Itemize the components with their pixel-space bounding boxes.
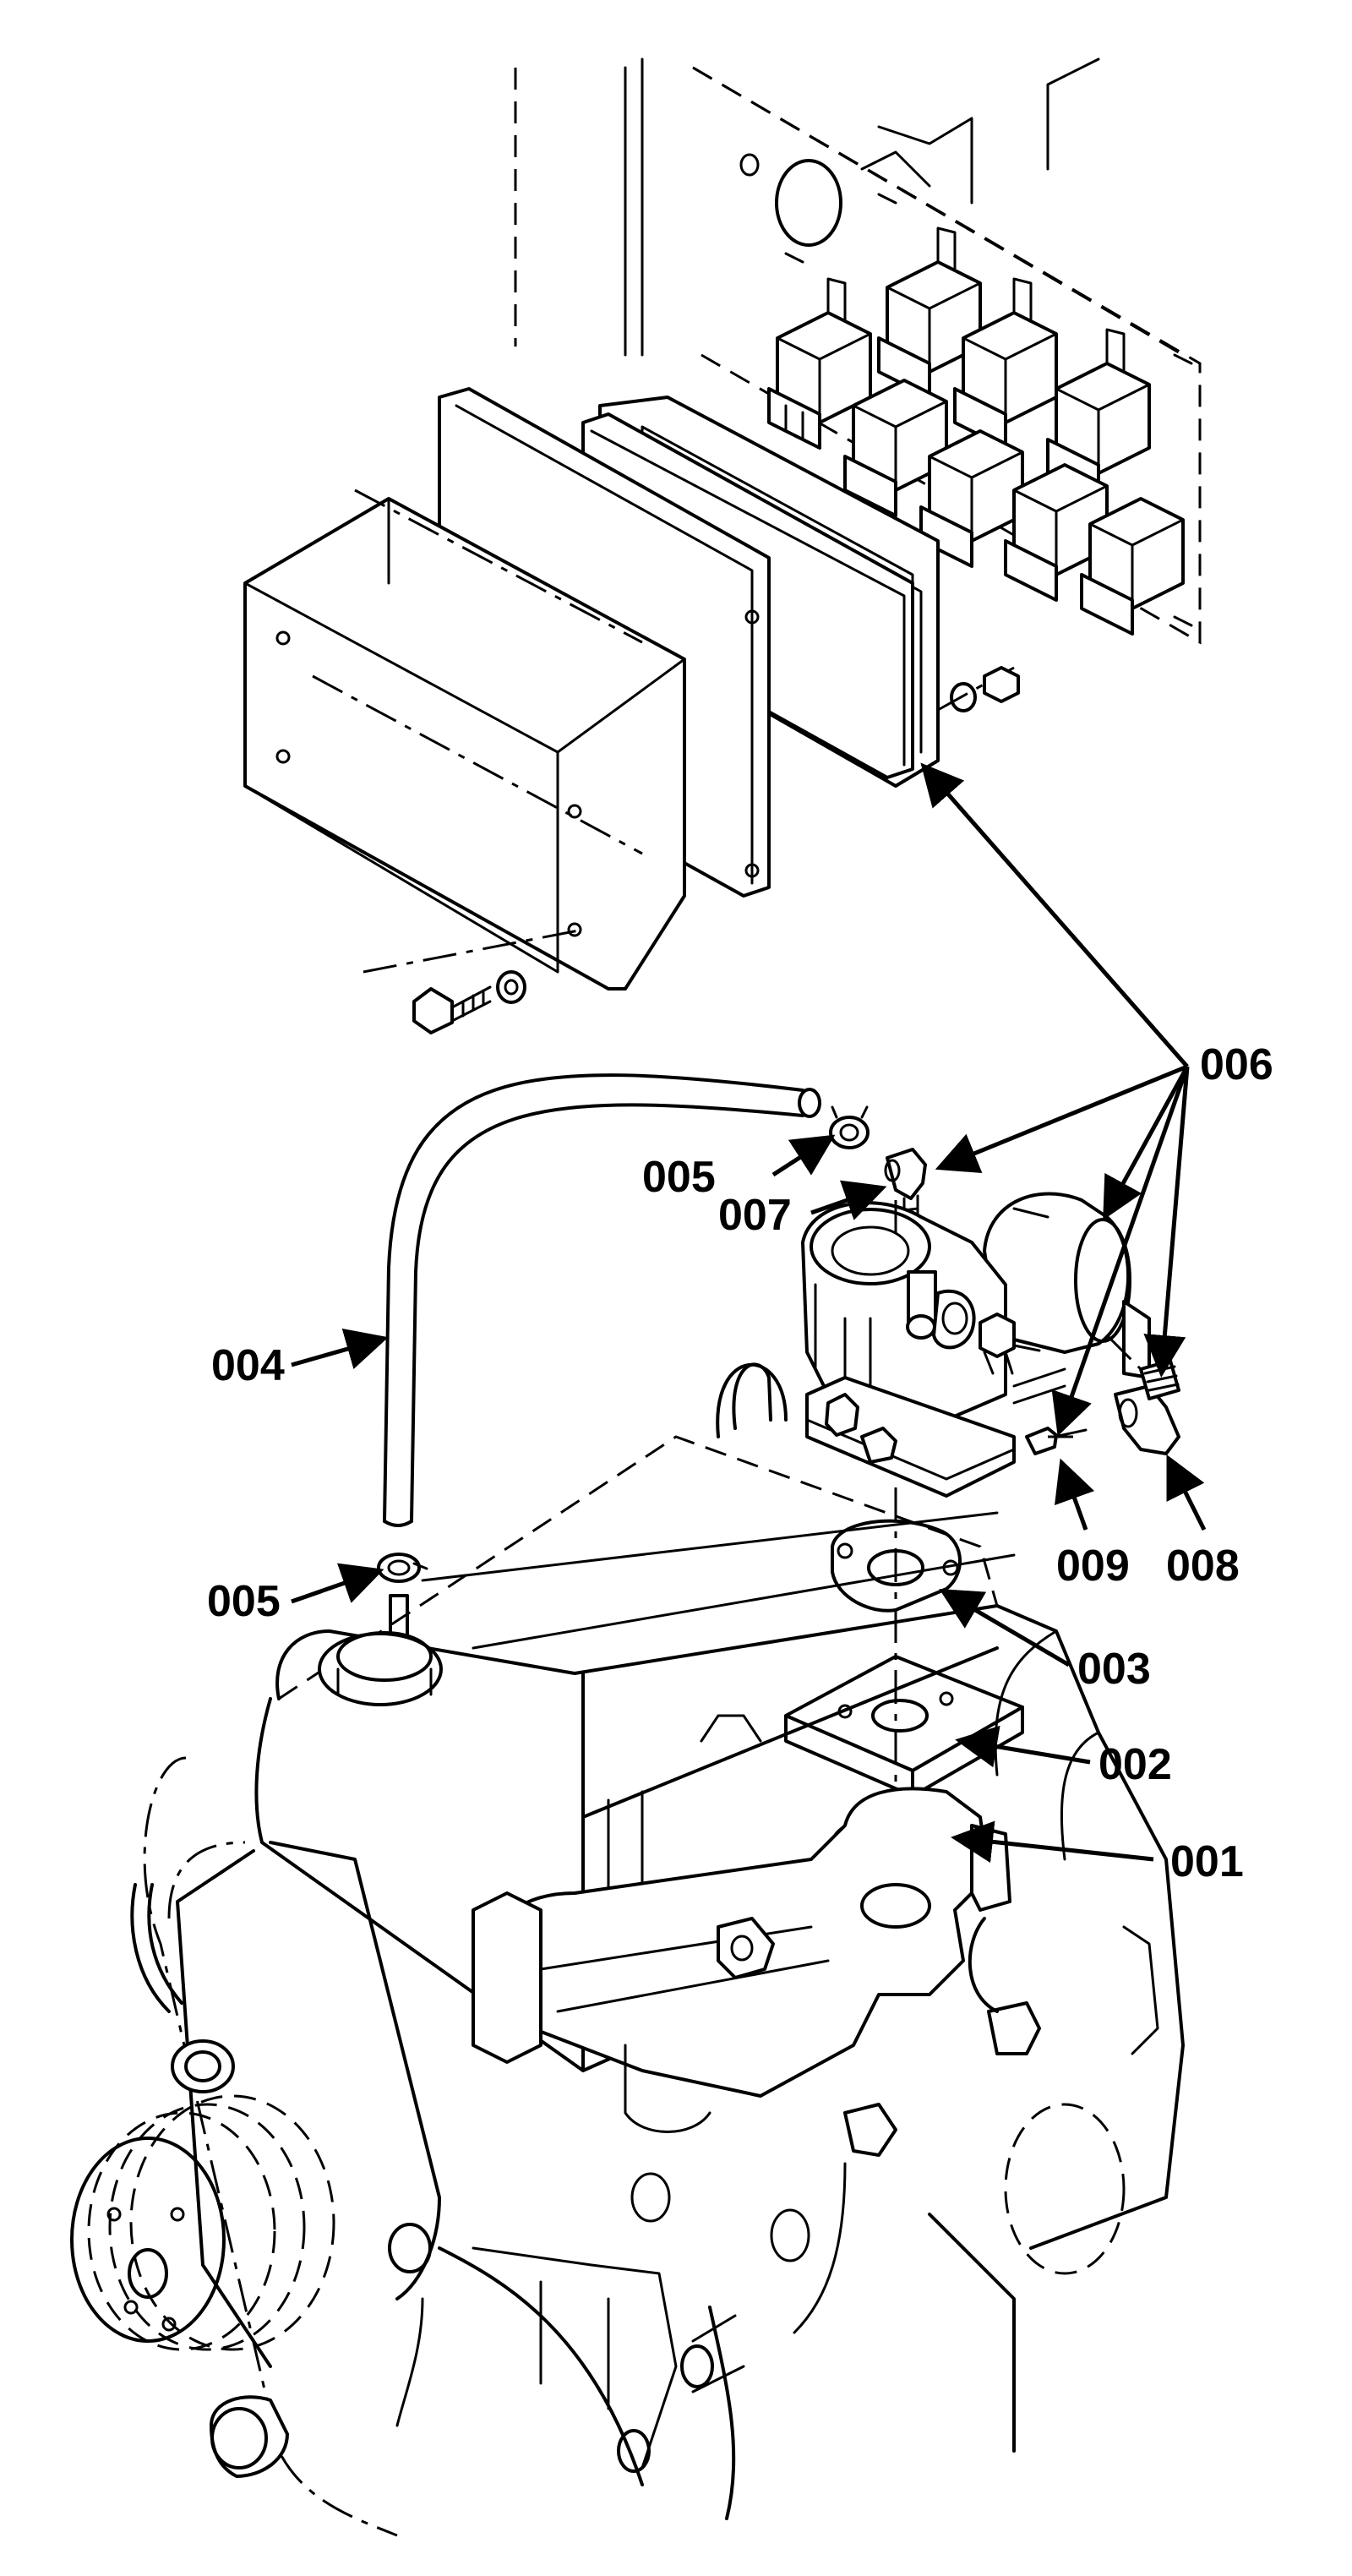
cover-screw bbox=[412, 970, 526, 1034]
leader-lines bbox=[291, 762, 1207, 1864]
callout-003: 003 bbox=[1077, 1645, 1151, 1694]
callout-007: 007 bbox=[718, 1191, 792, 1240]
leader-001 bbox=[951, 1820, 1154, 1864]
hose-clamp-bottom bbox=[377, 1553, 428, 1637]
leader-006-ecu bbox=[920, 762, 1189, 1068]
ecu-box bbox=[243, 387, 1020, 1034]
engine-block bbox=[70, 1362, 1185, 2537]
leader-005-top bbox=[771, 1134, 836, 1177]
relay-group bbox=[767, 226, 1185, 636]
callout-006: 006 bbox=[1200, 1040, 1273, 1089]
hose-clamp-top bbox=[829, 1105, 870, 1149]
leader-005-bottom bbox=[291, 1563, 384, 1604]
relay-panel bbox=[514, 57, 1202, 645]
leader-007 bbox=[810, 1180, 887, 1220]
callout-005-top: 005 bbox=[642, 1153, 716, 1202]
callout-009: 009 bbox=[1056, 1542, 1130, 1591]
leader-006-motor bbox=[1103, 1065, 1190, 1220]
leader-003 bbox=[939, 1588, 1071, 1667]
leader-009 bbox=[1055, 1458, 1095, 1531]
crank-pulley bbox=[70, 2094, 335, 2351]
callout-002: 002 bbox=[1098, 1740, 1172, 1789]
callout-001: 001 bbox=[1170, 1837, 1244, 1886]
idle-valve-assembly bbox=[801, 1192, 1151, 1498]
callout-008: 008 bbox=[1166, 1542, 1240, 1591]
leader-002 bbox=[955, 1725, 1091, 1768]
sensor-pin bbox=[1025, 1427, 1088, 1455]
leader-004 bbox=[291, 1328, 389, 1370]
leader-006-fitting bbox=[1143, 1066, 1190, 1378]
callout-005-bottom: 005 bbox=[207, 1577, 281, 1626]
spacer-block bbox=[784, 1655, 1024, 1798]
hose bbox=[383, 1073, 821, 1527]
callout-labels: 006 005 007 004 005 009 008 003 002 001 bbox=[207, 1040, 1273, 1886]
callout-004: 004 bbox=[211, 1341, 285, 1390]
leader-006-pin bbox=[1051, 1066, 1190, 1437]
leader-006-elbow bbox=[935, 1064, 1188, 1174]
leader-008 bbox=[1166, 1454, 1207, 1531]
